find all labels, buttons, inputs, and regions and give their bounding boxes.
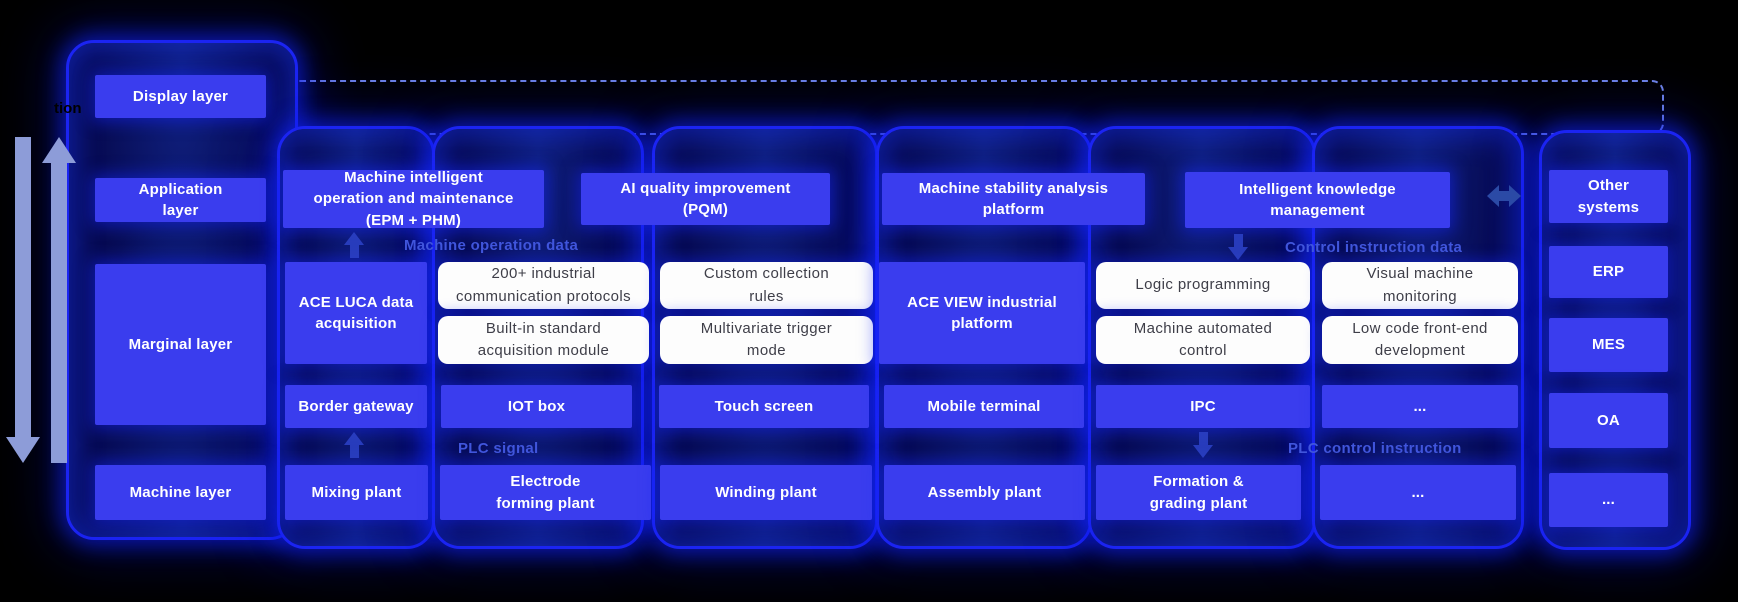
down-arrow-icon (6, 137, 40, 463)
down-arrow-small-icon (1193, 432, 1213, 458)
visual-monitoring-pill: Visual machine monitoring (1322, 262, 1518, 309)
plc-control-instruction-label: PLC control instruction (1288, 440, 1462, 457)
custom-rules-pill: Custom collection rules (660, 262, 873, 309)
application-layer-label: Application layer (95, 178, 266, 222)
border-gateway-box: Border gateway (285, 385, 427, 428)
up-arrow-small-icon (344, 432, 364, 458)
automated-control-pill: Machine automated control (1096, 316, 1310, 364)
ace-luca-box: ACE LUCA data acquisition (285, 262, 427, 364)
low-code-pill: Low code front-end development (1322, 316, 1518, 364)
winding-plant-box: Winding plant (660, 465, 872, 520)
machine-layer-label: Machine layer (95, 465, 266, 520)
protocols-pill: 200+ industrial communication protocols (438, 262, 649, 309)
erp-box: ERP (1549, 246, 1668, 298)
formation-grading-plant-box: Formation & grading plant (1096, 465, 1301, 520)
ipc-box: IPC (1096, 385, 1310, 428)
up-arrow-icon (42, 137, 76, 463)
mes-box: MES (1549, 318, 1668, 372)
oa-box: OA (1549, 393, 1668, 448)
builtin-module-pill: Built-in standard acquisition module (438, 316, 649, 364)
display-layer-label: Display layer (95, 75, 266, 118)
other-systems-box: Other systems (1549, 170, 1668, 223)
logic-programming-pill: Logic programming (1096, 262, 1310, 309)
down-arrow-small-icon (1228, 234, 1248, 260)
left-layer-column-tube (66, 40, 298, 540)
device-row-ellipsis-box: ... (1322, 385, 1518, 428)
up-arrow-small-icon (344, 232, 364, 258)
mixing-plant-box: Mixing plant (285, 465, 428, 520)
mobile-terminal-box: Mobile terminal (884, 385, 1084, 428)
ace-view-box: ACE VIEW industrial platform (879, 262, 1085, 364)
machine-operation-data-label: Machine operation data (404, 237, 579, 254)
clipped-production-text: tion (54, 100, 82, 117)
double-arrow-icon (1487, 185, 1521, 207)
machine-row-ellipsis-box: ... (1320, 465, 1516, 520)
plc-signal-label: PLC signal (458, 440, 539, 457)
assembly-plant-box: Assembly plant (884, 465, 1085, 520)
external-ellipsis-box: ... (1549, 473, 1668, 527)
epm-phm-box: Machine intelligent operation and mainte… (283, 169, 544, 229)
marginal-layer-label: Marginal layer (95, 264, 266, 425)
stability-platform-box: Machine stability analysis platform (882, 173, 1145, 225)
knowledge-management-box: Intelligent knowledge management (1185, 172, 1450, 228)
touch-screen-box: Touch screen (659, 385, 869, 428)
electrode-forming-plant-box: Electrode forming plant (440, 465, 651, 520)
iot-box: IOT box (441, 385, 632, 428)
pqm-box: AI quality improvement (PQM) (581, 173, 830, 225)
multivariate-pill: Multivariate trigger mode (660, 316, 873, 364)
control-instruction-data-label: Control instruction data (1285, 239, 1463, 256)
